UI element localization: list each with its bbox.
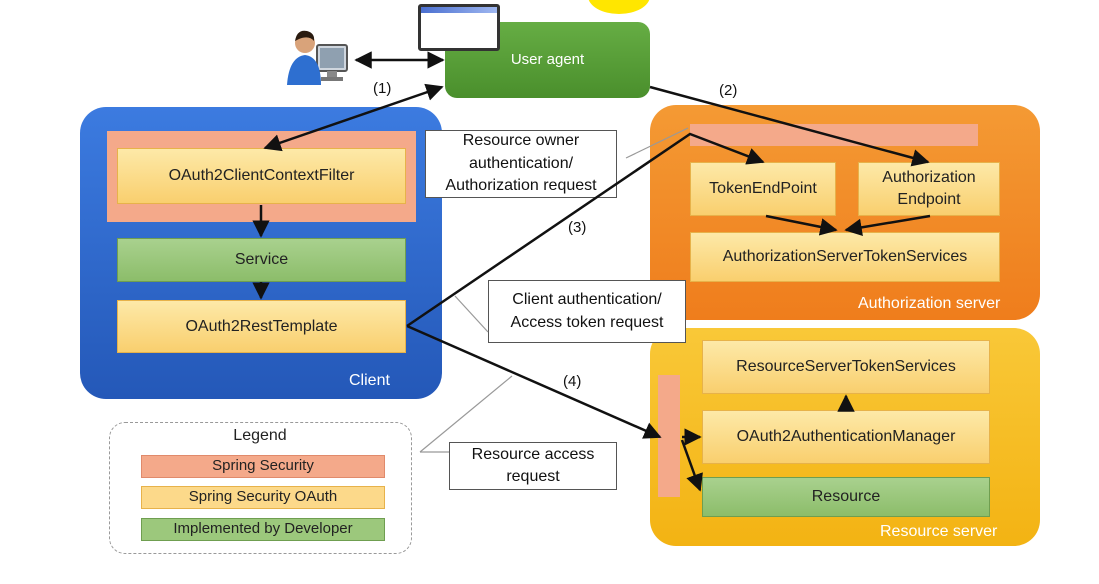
callout-leader-3b [419,375,513,453]
resource-box: Resource [702,477,990,517]
user-at-computer-icon [285,25,353,93]
arrow-token-endpoint-to-services [765,214,838,236]
resource-owner-auth-text: Resource owner authentication/ Authoriza… [445,132,597,195]
resource-spring-security-band [658,375,680,497]
auth-spring-security-band [690,124,978,146]
callout-leader-1 [625,127,689,159]
resource-access-callout: Resource access request [449,442,617,490]
legend-item-spring-security-oauth: Spring Security OAuth [141,486,385,509]
client-auth-callout: Client authentication/ Access token requ… [488,280,686,343]
arrow-into-resource [680,439,703,492]
step-3-label: (3) [568,219,587,236]
arrow-step-4 [406,324,662,439]
authorization-endpoint-label: Authorization Endpoint [882,169,976,208]
browser-window-icon [418,4,500,51]
legend-item-spring-security: Spring Security [141,455,385,478]
callout-leader-2 [454,295,489,333]
arrow-step-1 [263,83,444,152]
resource-access-text: Resource access request [471,445,595,485]
step-4-label: (4) [563,373,582,390]
resource-owner-auth-callout: Resource owner authentication/ Authoriza… [425,130,617,198]
authorization-endpoint-box: Authorization Endpoint [858,162,1000,216]
client-auth-text: Client authentication/ Access token requ… [510,291,664,331]
oauth2-client-context-filter: OAuth2ClientContextFilter [117,148,406,204]
legend-title: Legend [233,427,287,444]
oauth2-rest-template: OAuth2RestTemplate [117,300,406,353]
resource-server-label: Resource server [880,523,998,540]
service-box: Service [117,238,406,282]
authorization-server-label: Authorization server [858,295,1001,312]
arrow-step-2 [649,85,930,167]
arrow-auth-endpoint-to-services [844,214,931,237]
resource-server-token-services: ResourceServerTokenServices [702,340,990,394]
decorative-circle [588,0,650,14]
client-label: Client [349,372,390,389]
authorization-server-token-services: AuthorizationServerTokenServices [690,232,1000,282]
legend: Legend Spring Security Spring Security O… [109,422,412,554]
step-2-label: (2) [719,82,738,99]
arrow-step-3 [406,132,765,328]
oauth2-authentication-manager: OAuth2AuthenticationManager [702,410,990,464]
legend-item-implemented-by-developer: Implemented by Developer [141,518,385,541]
